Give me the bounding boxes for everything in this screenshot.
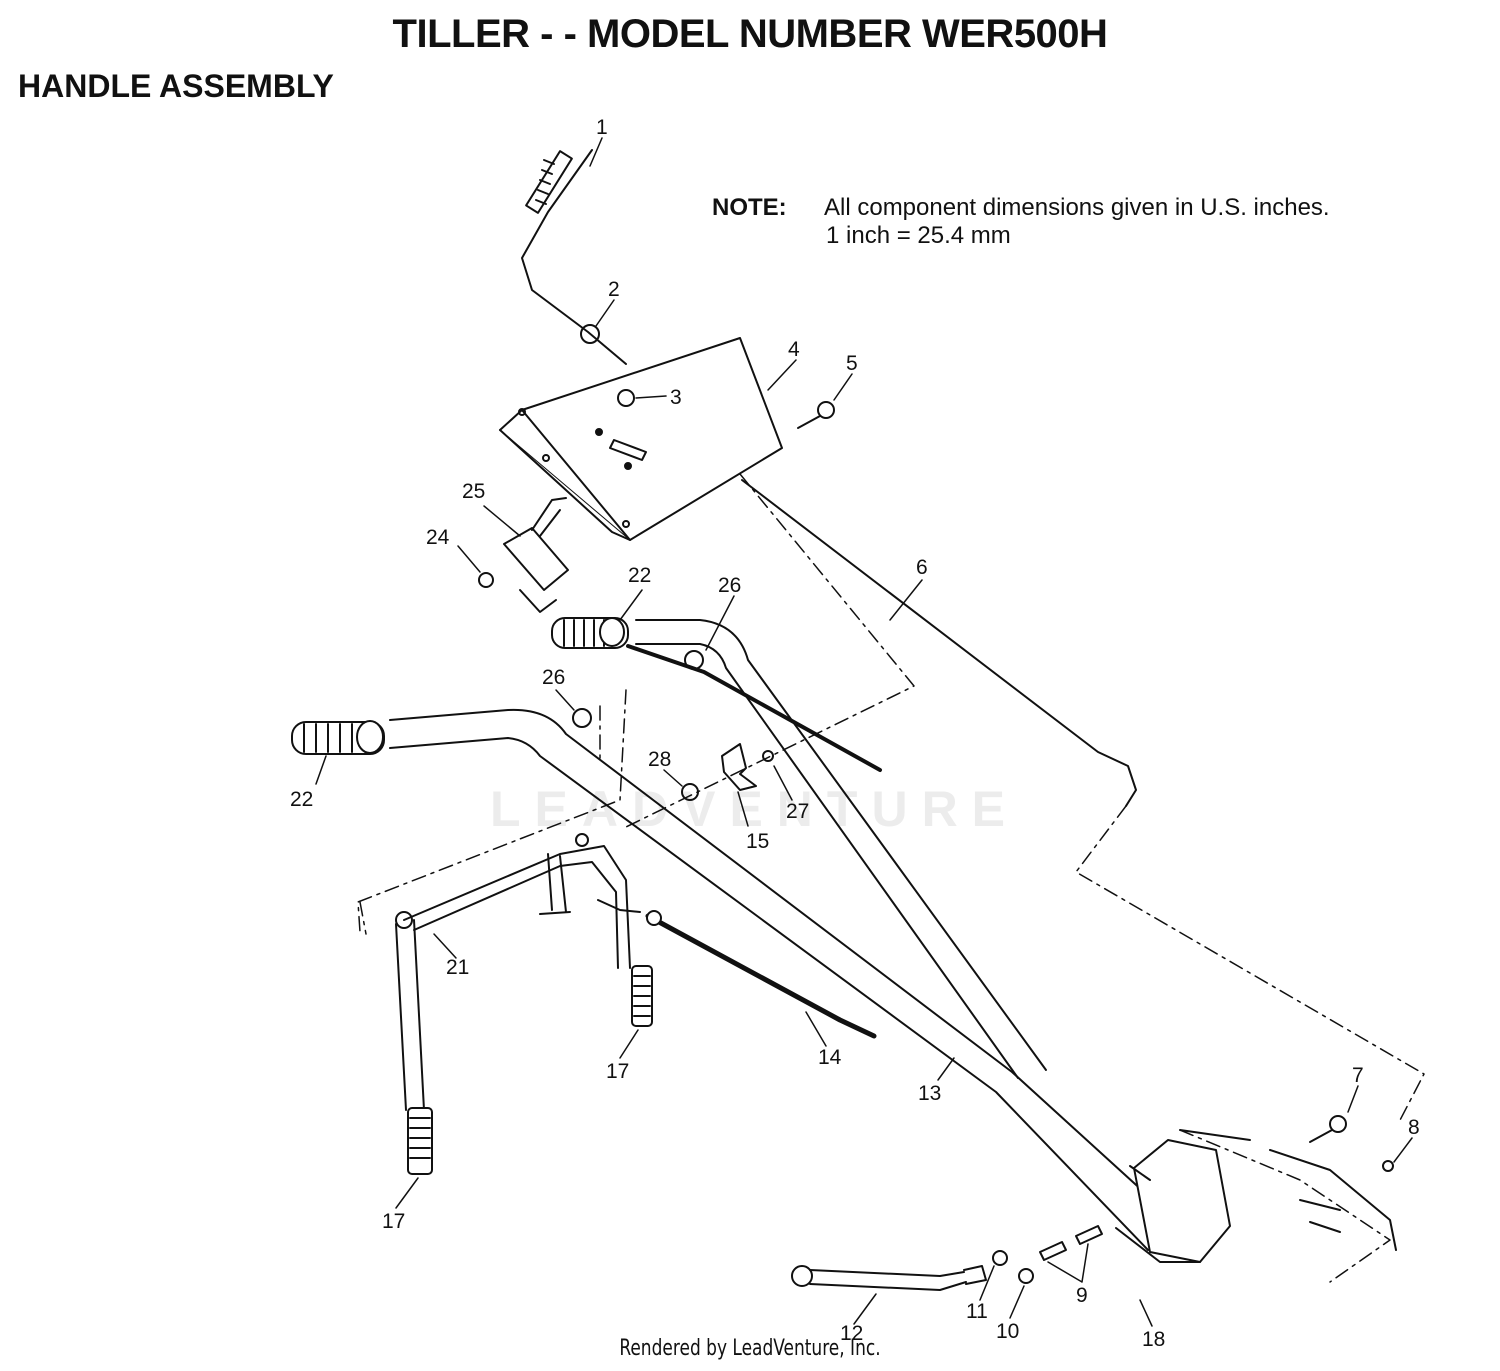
callout-1: 1 [596, 116, 608, 139]
control-panel-part-4 [499, 337, 783, 541]
callout-4: 4 [788, 338, 800, 361]
callout-24: 24 [426, 526, 450, 549]
callout-17-upper: 17 [606, 1060, 629, 1083]
washer-part-27 [762, 750, 774, 762]
throttle-cable-part-6 [741, 479, 1137, 807]
spring-part-17-upper [631, 965, 653, 1027]
housing-part-18 [1115, 1129, 1397, 1263]
screw-part-5 [797, 401, 835, 429]
drive-cable-upper [626, 644, 882, 772]
bolt-part-7 [1309, 1115, 1347, 1143]
callout-27: 27 [786, 800, 809, 823]
callout-5: 5 [846, 352, 858, 375]
nut-part-24 [478, 572, 494, 588]
callout-9: 9 [1076, 1284, 1088, 1307]
spring-part-17-lower [407, 1107, 433, 1175]
note: NOTE: All component dimensions given in U… [712, 194, 1330, 250]
callout-22-lower: 22 [290, 788, 313, 811]
callout-18: 18 [1142, 1328, 1165, 1351]
callout-6: 6 [916, 556, 928, 579]
bracket-part-15 [721, 743, 757, 791]
nut-part-26-lower [572, 708, 592, 728]
callout-3: 3 [670, 386, 682, 409]
upper-handle-bar [635, 619, 1047, 1079]
note-line-2: 1 inch = 25.4 mm [826, 222, 1011, 249]
nut-part-2 [580, 324, 600, 344]
callout-14: 14 [818, 1046, 842, 1069]
callout-10: 10 [996, 1320, 1019, 1343]
upper-grip-part-22 [551, 617, 629, 649]
callout-15: 15 [746, 830, 769, 853]
washer-part-8 [1382, 1160, 1394, 1172]
callout-13: 13 [918, 1082, 941, 1105]
note-label: NOTE: [712, 194, 787, 221]
callout-28: 28 [648, 748, 671, 771]
callout-7: 7 [1352, 1064, 1364, 1087]
plates-part-9 [1039, 1225, 1103, 1261]
washer-part-11 [992, 1250, 1008, 1266]
nut-part-10 [1018, 1268, 1034, 1284]
shift-lever-part-12 [791, 1265, 987, 1291]
note-line-1: All component dimensions given in U.S. i… [824, 194, 1330, 221]
section-title: HANDLE ASSEMBLY [18, 68, 334, 104]
callout-17-lower: 17 [382, 1210, 405, 1233]
callout-26-lower: 26 [542, 666, 565, 689]
callout-2: 2 [608, 278, 620, 301]
throttle-rod-part-1 [521, 149, 627, 365]
callout-12: 12 [840, 1322, 863, 1345]
callout-22-upper: 22 [628, 564, 651, 587]
switch-bracket-part-25 [503, 497, 569, 613]
lower-grip-part-22 [291, 720, 385, 755]
callout-26-upper: 26 [718, 574, 741, 597]
watermark: LEADVENTURE [490, 781, 1020, 837]
lever-rod-part-21 [395, 833, 641, 1111]
callout-8: 8 [1408, 1116, 1420, 1139]
callout-21: 21 [446, 956, 469, 979]
drive-cable-part-14 [645, 913, 877, 1039]
callout-25: 25 [462, 480, 485, 503]
screw-part-3 [617, 389, 635, 407]
page-title: TILLER - - MODEL NUMBER WER500H [392, 12, 1108, 56]
callout-11: 11 [966, 1300, 988, 1323]
handle-tube-part-13 [389, 708, 1191, 1251]
footer-credit: Rendered by LeadVenture, Inc. [619, 1336, 881, 1361]
